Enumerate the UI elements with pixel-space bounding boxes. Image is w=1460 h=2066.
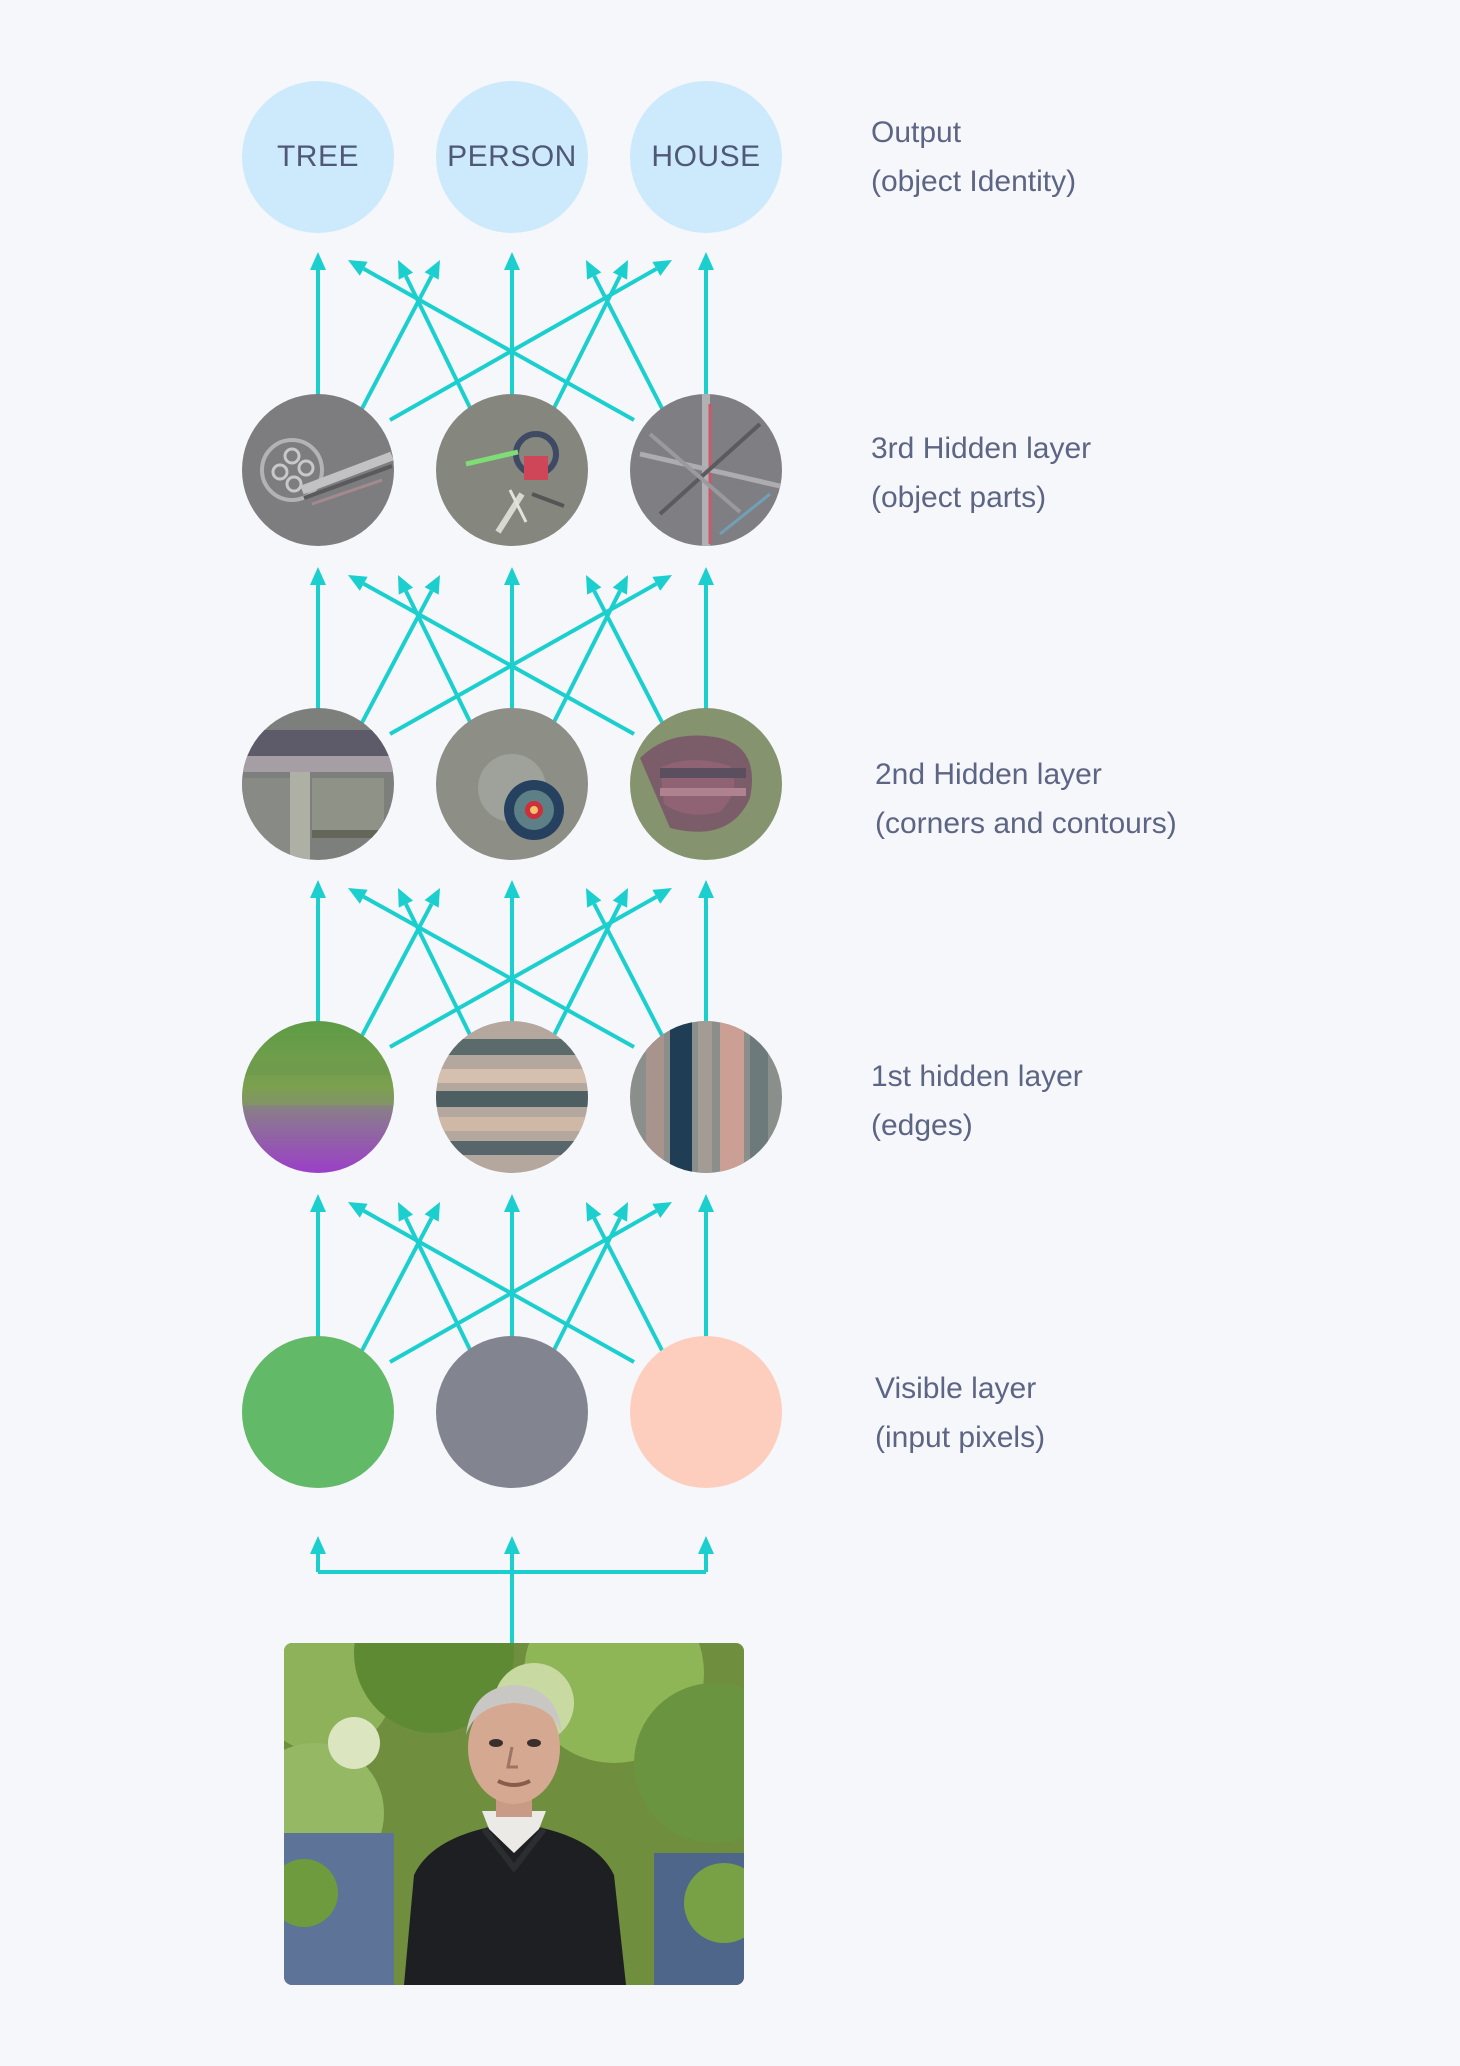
arrowhead: [398, 1202, 414, 1222]
connector-line: [354, 589, 434, 735]
arrowhead: [586, 888, 602, 908]
arrowhead: [398, 575, 414, 595]
arrowhead: [348, 260, 368, 276]
connector-line: [592, 1217, 670, 1363]
connector-line: [354, 902, 434, 1048]
arrowhead: [698, 1536, 714, 1554]
connector-line: [354, 1217, 434, 1363]
visible-color-fill: [242, 1336, 394, 1488]
arrowhead: [310, 252, 326, 270]
arrowhead: [698, 880, 714, 898]
output-label-house: HOUSE: [651, 140, 761, 173]
layer-subtitle: (object Identity): [871, 165, 1077, 198]
layer-title: 3rd Hidden layer: [871, 432, 1092, 465]
arrowhead: [698, 252, 714, 270]
arrowhead: [504, 1536, 520, 1554]
output-node-tree: TREE: [242, 81, 394, 233]
connector-line: [546, 903, 622, 1048]
layer-title: 1st hidden layer: [871, 1060, 1083, 1093]
connector-line: [592, 590, 670, 735]
arrowhead: [698, 567, 714, 585]
layer-title: Output: [871, 116, 962, 149]
arrowhead: [398, 888, 414, 908]
hidden2-node-contour: [630, 708, 782, 860]
hidden3-node-wheel: [242, 394, 394, 546]
arrowhead: [504, 567, 520, 585]
layer-label-hidden-2: 2nd Hidden layer (corners and contours): [875, 750, 1177, 848]
input-photo: [284, 1643, 744, 1985]
connector-line: [362, 267, 635, 422]
arrowhead: [398, 260, 414, 280]
layer-title: Visible layer: [875, 1372, 1037, 1405]
connector-line: [362, 894, 635, 1049]
arrowhead: [652, 575, 672, 591]
arrowhead: [504, 880, 520, 898]
arrowhead: [348, 1202, 368, 1218]
arrowhead: [310, 1536, 326, 1554]
layer-subtitle: (object parts): [871, 481, 1047, 514]
arrowhead: [504, 252, 520, 270]
visible-color-fill: [630, 1336, 782, 1488]
layer-label-output: Output (object Identity): [871, 108, 1076, 206]
hidden3-node-frame: [630, 394, 782, 546]
arrowhead: [698, 1194, 714, 1212]
output-node-house: HOUSE: [630, 81, 782, 233]
layer-label-visible: Visible layer (input pixels): [875, 1364, 1045, 1462]
hidden1-node-horizontal: [436, 1021, 588, 1173]
arrowhead: [424, 260, 440, 280]
arrowhead: [612, 1202, 628, 1222]
layer-subtitle: (edges): [871, 1109, 973, 1142]
arrowhead: [586, 260, 602, 280]
layer-label-hidden-3: 3rd Hidden layer (object parts): [871, 424, 1091, 522]
connector-line: [362, 1209, 635, 1364]
connector-line: [592, 275, 670, 421]
arrowhead: [652, 888, 672, 904]
arrowhead: [310, 567, 326, 585]
arrowhead: [612, 575, 628, 595]
output-node-person: PERSON: [436, 81, 588, 233]
arrowhead: [348, 575, 368, 591]
layer-label-hidden-1: 1st hidden layer (edges): [871, 1052, 1083, 1150]
connector-line: [546, 1217, 622, 1363]
connector-line: [546, 590, 622, 735]
visible-node-peach: [630, 1336, 782, 1488]
connector-line: [354, 275, 434, 421]
arrowhead: [424, 888, 440, 908]
arrowhead: [310, 880, 326, 898]
arrowhead: [586, 1202, 602, 1222]
output-label-person: PERSON: [447, 140, 577, 173]
visible-color-fill: [436, 1336, 588, 1488]
arrowhead: [612, 260, 628, 280]
hidden2-node-eye: [436, 708, 588, 860]
output-label-tree: TREE: [276, 140, 359, 173]
connector-line: [592, 903, 670, 1048]
visible-node-green: [242, 1336, 394, 1488]
arrowhead: [424, 575, 440, 595]
arrowhead: [612, 888, 628, 908]
connector-line: [546, 275, 622, 421]
layer-subtitle: (input pixels): [875, 1421, 1046, 1454]
arrowhead: [348, 888, 368, 904]
visible-node-gray: [436, 1336, 588, 1488]
hidden2-node-corner: [242, 708, 394, 860]
arrowhead: [310, 1194, 326, 1212]
arrowhead: [652, 1202, 672, 1218]
hidden1-node-gradient: [242, 1021, 394, 1173]
layer-title: 2nd Hidden layer: [875, 758, 1102, 791]
connector-line: [362, 581, 635, 736]
arrowhead: [504, 1194, 520, 1212]
arrowhead: [424, 1202, 440, 1222]
layer-subtitle: (corners and contours): [875, 807, 1177, 840]
arrowhead: [652, 260, 672, 276]
arrowhead: [586, 575, 602, 595]
hidden3-node-face: [436, 394, 588, 546]
hidden1-node-vertical: [630, 1021, 782, 1173]
